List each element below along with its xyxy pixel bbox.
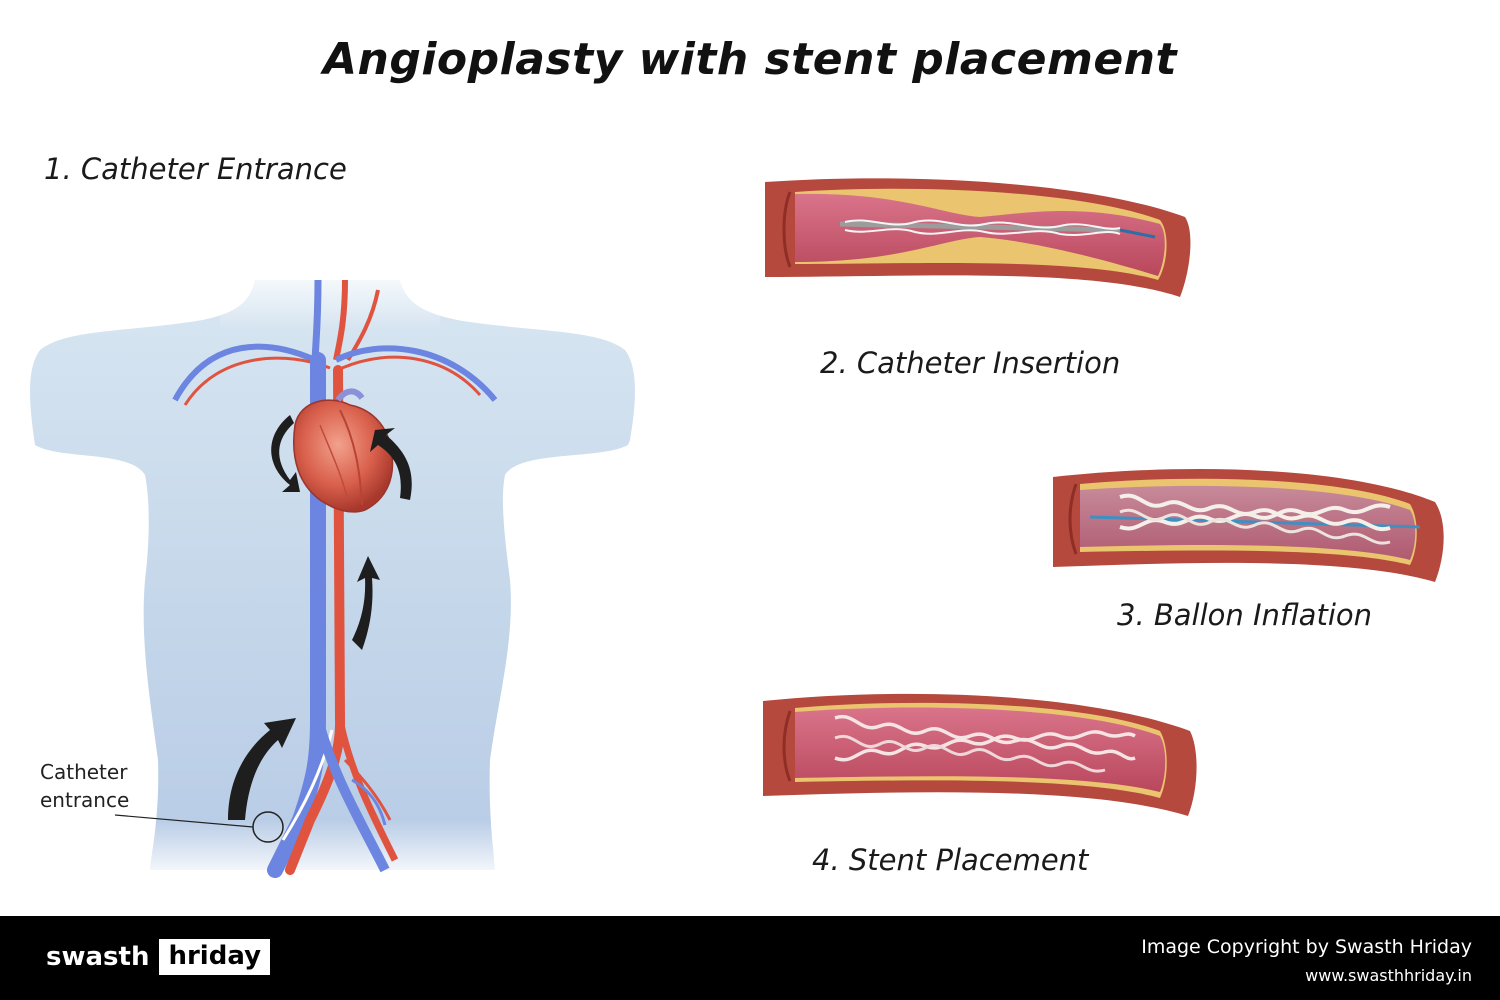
step-1-label: 1. Catheter Entrance: [44, 152, 347, 186]
step-3-label: 3. Ballon Inflation: [1117, 598, 1372, 632]
vessel-balloon-inflation: [1053, 469, 1444, 582]
callout-line-2: entrance: [40, 788, 130, 812]
arrow-icon: [228, 718, 296, 820]
brand-logo[interactable]: swasth hriday: [46, 939, 271, 975]
arrow-icon: [271, 415, 300, 492]
heart: [293, 399, 394, 513]
copyright-text: Image Copyright by Swasth Hriday: [1141, 936, 1472, 958]
callout-line-1: Catheter: [40, 760, 128, 784]
logo-text-hriday: hriday: [159, 939, 271, 975]
catheter-entrance-callout: Catheter entrance: [40, 758, 129, 814]
arrow-icon: [352, 556, 380, 650]
step-4-label: 4. Stent Placement: [812, 843, 1089, 877]
copyright-block: Image Copyright by Swasth Hriday www.swa…: [1141, 936, 1472, 985]
vessel-stent-placement: [763, 693, 1197, 816]
step-2-label: 2. Catheter Insertion: [820, 346, 1121, 380]
logo-text-swasth: swasth: [46, 942, 150, 972]
page-title: Angioplasty with stent placement: [322, 34, 1178, 85]
torso-silhouette: [30, 280, 635, 870]
arrow-icon: [370, 428, 412, 500]
torso-illustration: [30, 260, 635, 880]
vessel-catheter-insertion: [765, 178, 1191, 297]
website-link[interactable]: www.swasthhriday.in: [1305, 966, 1472, 985]
